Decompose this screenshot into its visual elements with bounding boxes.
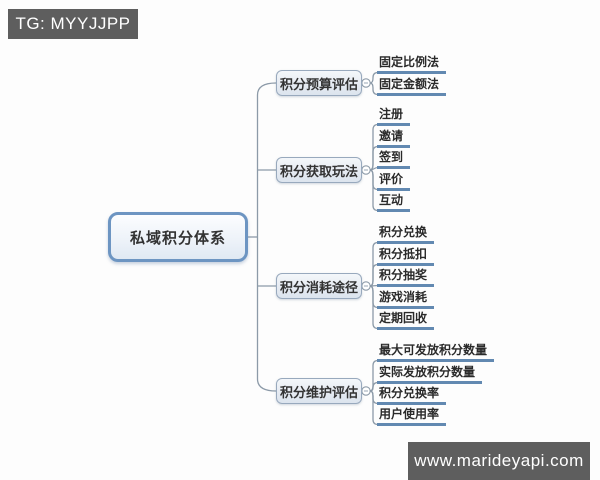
watermark-telegram: TG: MYYJJPP: [8, 9, 138, 39]
leaf-node[interactable]: 注册: [377, 107, 411, 126]
leaf-node[interactable]: 签到: [377, 150, 411, 169]
mindmap-root-node[interactable]: 私域积分体系: [108, 212, 248, 262]
watermark-website: www.marideyapi.com: [408, 442, 590, 480]
leaf-node[interactable]: 定期回收: [377, 311, 435, 330]
leaf-node[interactable]: 最大可发放积分数量: [377, 343, 495, 362]
leaf-node[interactable]: 评价: [377, 172, 411, 191]
leaf-node[interactable]: 积分兑换率: [377, 386, 447, 405]
branch-node-budget-evaluation[interactable]: 积分预算评估: [276, 70, 362, 96]
branch-node-maintenance-evaluation[interactable]: 积分维护评估: [276, 378, 362, 404]
leaf-node[interactable]: 用户使用率: [377, 407, 447, 426]
branch-node-spending-channels[interactable]: 积分消耗途径: [276, 273, 362, 299]
leaf-node[interactable]: 积分兑换: [377, 225, 435, 244]
branch-node-earning-methods[interactable]: 积分获取玩法: [276, 157, 362, 183]
leaf-node[interactable]: 固定比例法: [377, 55, 447, 74]
leaf-node[interactable]: 固定金额法: [377, 77, 447, 96]
leaf-node[interactable]: 积分抽奖: [377, 268, 435, 287]
leaf-node[interactable]: 积分抵扣: [377, 247, 435, 266]
leaf-node[interactable]: 邀请: [377, 129, 411, 148]
leaf-node[interactable]: 实际发放积分数量: [377, 365, 483, 384]
connector-trunk: [256, 82, 277, 392]
leaf-node[interactable]: 游戏消耗: [377, 290, 435, 309]
leaf-node[interactable]: 互动: [377, 193, 411, 212]
